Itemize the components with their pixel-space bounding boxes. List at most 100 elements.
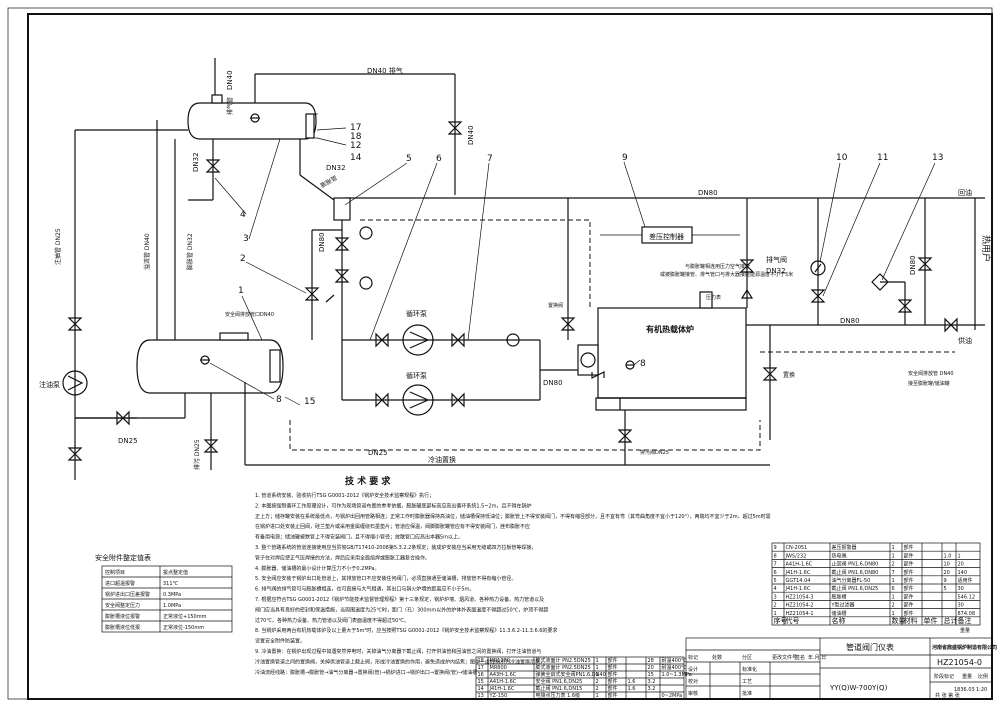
- callout-8: 8: [276, 395, 282, 405]
- label-swap: 置换: [783, 371, 795, 379]
- bom-cell: A41H-1.6C: [786, 562, 813, 568]
- title-block: 管道阀门仪表 河南省鼎盛锅炉制造有限公司 HZ21054-0 YY(Q)W-70…: [685, 637, 997, 700]
- bom-cell: 1: [892, 553, 895, 559]
- bom-cell: 9: [944, 578, 947, 584]
- valves: [67, 121, 958, 461]
- bom-cell: 热电偶: [832, 552, 847, 559]
- bom-cell: 1: [596, 658, 599, 664]
- label-dp-note1: 与膨胀罐相连用压力空气接管: [685, 263, 750, 270]
- bom-cell: MR800: [490, 665, 507, 671]
- bom-cell: 546.12: [958, 594, 976, 600]
- bom-cell: A43H-1.6C: [490, 672, 517, 678]
- bom-cell: 4: [774, 586, 777, 592]
- safety-cell: 控制项目: [105, 569, 125, 576]
- safety-cell: 0.3MPa: [163, 592, 181, 598]
- bom-cell: 1: [596, 665, 599, 671]
- bom-cell: 5: [944, 586, 947, 592]
- label-drain-dn25: 排污 DN25: [193, 439, 201, 470]
- bom-cell: Y型过滤器: [831, 602, 855, 609]
- pipe-labels: DN40 排气 DN40 排气管 DN40 DN32 DN32 膨胀管 注抽管 …: [39, 66, 992, 470]
- organic-heater: [577, 291, 747, 411]
- label-dn80-mid: DN80: [543, 379, 563, 387]
- bom-cell: A41H-1.6C: [490, 679, 517, 685]
- bom-cell: 1.0~1.3MPa: [662, 672, 692, 678]
- bom-cell: JWS/232: [785, 553, 807, 559]
- label-circ-pump-1: 循环泵: [406, 309, 427, 318]
- tech-item: 1. 管道系统安装、验收执行TSG G0001-2012《锅炉安全技术监察规程》…: [255, 492, 434, 499]
- bom-cell: 截止阀 PN1.6,DN15: [536, 685, 583, 692]
- callout-15: 15: [304, 397, 315, 407]
- bom-cell: YZ-150: [489, 693, 508, 699]
- tech-item: 阀门应当具有良好的密封和保温措施，当周围温度为25℃时，距门（孔）300mm以外…: [255, 606, 548, 613]
- label-circ-pump-2: 循环泵: [406, 371, 427, 380]
- bom-cell: 17: [478, 665, 484, 671]
- bom-cell: 10: [944, 562, 950, 568]
- bom-cell: 部件: [904, 569, 914, 576]
- bom-cell: 15: [478, 679, 484, 685]
- bom-cell: J41H-1.6C: [785, 586, 811, 592]
- bom-cell: MR1280: [490, 658, 511, 664]
- safety-cell: 正常液位-150mm: [163, 624, 204, 631]
- tb-role: 设计: [688, 666, 698, 673]
- callout-leaders: [209, 127, 936, 406]
- tb-header: 分区: [742, 654, 752, 661]
- pumps: [62, 324, 434, 416]
- bom-cell: 部件: [904, 585, 914, 592]
- safety-cell: 安全阀整定压力: [105, 602, 140, 609]
- storage-tank: [136, 332, 284, 394]
- bom-cell: 30: [958, 603, 964, 609]
- bom-cell: 名称: [832, 616, 846, 625]
- label-heat-user: 热用户: [980, 235, 992, 262]
- label-dn25-b: DN25: [368, 449, 388, 457]
- tb-header: 标记: [688, 654, 698, 661]
- bom-cell: 油气分离器FL-50: [832, 577, 871, 584]
- pipes: [74, 58, 985, 480]
- bom-cell: 13: [478, 693, 484, 699]
- tech-item: 6. 排气阀的排气管可与膨胀槽相连，也可直接与大气相通，其出口与锅火炉墙的距离应…: [255, 586, 474, 593]
- bom-cell: 14: [478, 686, 484, 692]
- callout-5: 5: [406, 154, 412, 164]
- label-cold-swap: 冷油置换: [428, 455, 456, 464]
- label-expansion-pipe: 膨胀管: [319, 174, 339, 190]
- bom-cell: 储油槽: [832, 610, 847, 617]
- bom-cell: 0~2MPa: [662, 693, 683, 699]
- bom-cell: 1: [892, 545, 895, 551]
- callout-2: 2: [240, 254, 246, 264]
- bom-cell: 874.08: [958, 611, 976, 617]
- bom-cell: 安全阀 PN1.6,DN25: [536, 678, 583, 685]
- label-gauge: 压力表: [706, 294, 721, 301]
- bom-cell: 1: [958, 553, 961, 559]
- bom-cell: 15: [648, 672, 654, 678]
- label-safety-pipe: 安全阀排放管口DN40: [225, 311, 274, 318]
- tech-item: 在锅炉进口处安装止回阀，硅兰垫片或采用金属缠绕石墨垫片；管道应保温，阀脚膨胀罐管…: [255, 523, 530, 530]
- title-stage-label: 阶段标记: [934, 673, 954, 680]
- callout-1: 1: [238, 286, 244, 296]
- callout-14: 14: [350, 153, 362, 163]
- tech-item: 4. 膨胀器、储油槽的最小设计计算压力不小于0.2MPa。: [255, 565, 379, 572]
- bom-cell: 2: [596, 686, 599, 692]
- callout-3: 3: [243, 234, 249, 244]
- bom-cell: 截止阀 PN1.6,DN25: [832, 585, 879, 592]
- safety-cell: 膨胀槽液位低报: [105, 624, 140, 631]
- label-inject-pipe: 注抽管 DN25: [54, 228, 62, 265]
- label-dn40-right: DN40: [467, 125, 475, 145]
- title-company: 河南省鼎盛锅炉制造有限公司: [931, 644, 997, 651]
- label-dp-note2: 或被膨胀罐接管、排气管口与排大器接能能源温度不小于5米: [660, 271, 793, 278]
- safety-cell: 进口超温报警: [105, 580, 135, 587]
- label-safety-note2: 接至膨胀罐/储油罐: [908, 380, 950, 387]
- tech-item: 9. 冷油置换：在锅炉出现过程中如遇突然停电时，关掉油气分离器下截止阀，打开供油…: [255, 648, 541, 655]
- tb-header: 更改文件号: [772, 654, 797, 661]
- bom-cell: 5: [774, 578, 777, 584]
- safety-cell: 正常液位+150mm: [163, 613, 207, 620]
- tech-item: 设置安全附件防装置。: [255, 638, 305, 645]
- bom-cell: 3.2: [648, 686, 656, 692]
- label-inject-pump: 注油泵: [39, 380, 60, 389]
- bom-cell: 6: [774, 570, 777, 576]
- label-exhaust-pipe: 排气管: [226, 97, 234, 115]
- tb-header: 年.月.日: [808, 654, 826, 661]
- title-weight-val: 1836.03: [954, 687, 975, 693]
- bom-cell: 8: [774, 553, 777, 559]
- bom-cell: 材料: [904, 616, 918, 625]
